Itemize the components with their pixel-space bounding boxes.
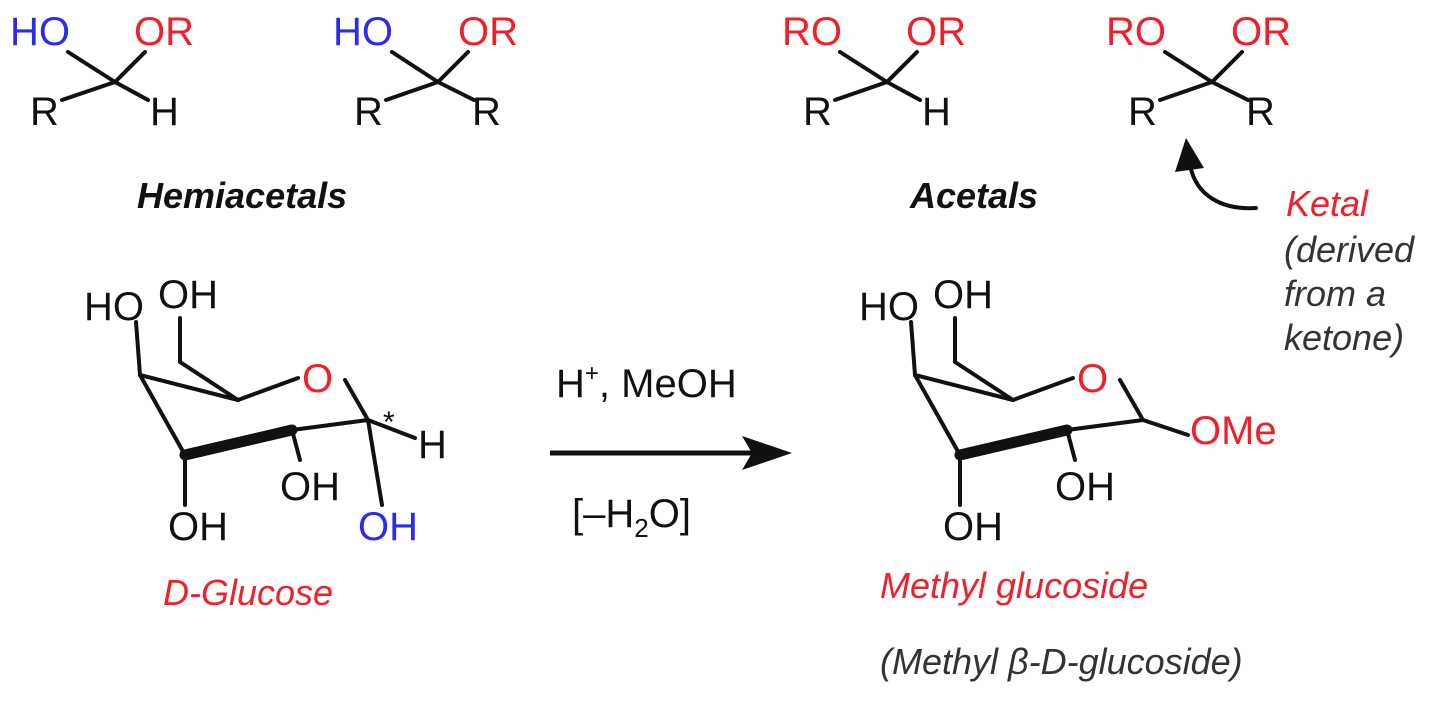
bond-r-right — [1210, 80, 1250, 102]
bond-c4-c5 — [138, 373, 240, 402]
c6-oh-label: OH — [933, 273, 993, 317]
ketal-label: Ketal — [1286, 183, 1369, 224]
bond-c4-c3 — [913, 373, 962, 457]
bond-r — [60, 80, 117, 102]
r-left-label: R — [354, 90, 383, 134]
ro-label: RO — [1106, 10, 1166, 54]
reaction-arrow-head — [742, 436, 792, 470]
c2-oh-label: OH — [1055, 465, 1115, 509]
c4-ho-label: HO — [84, 285, 144, 329]
ho-label: HO — [10, 10, 70, 54]
c6-oh-label: OH — [158, 273, 218, 317]
ome-label: OMe — [1190, 409, 1277, 453]
bond-c4-c5 — [913, 373, 1015, 402]
bond-o-c1 — [1118, 378, 1145, 422]
methyl-glucoside-structure: HO OH O OMe OH OH — [859, 273, 1277, 549]
methyl-glucoside-label: Methyl glucoside — [880, 565, 1148, 606]
reaction-arrow — [550, 436, 792, 470]
or-label: OR — [134, 10, 194, 54]
curved-arrow-shaft — [1188, 163, 1258, 211]
d-glucose-structure: HO OH O * H OH OH OH — [84, 273, 447, 549]
bond-r-left — [384, 80, 440, 102]
acetals-label: Acetals — [909, 175, 1038, 216]
d-glucose-label: D-Glucose — [163, 572, 333, 613]
bond-or — [885, 50, 919, 84]
anomeric-star: * — [383, 406, 395, 439]
bond-h — [113, 80, 150, 102]
ring-o-label: O — [1077, 357, 1108, 401]
c3-oh-label: OH — [168, 505, 228, 549]
bond-c2-oh — [1065, 428, 1077, 462]
r-label: R — [30, 90, 59, 134]
ketal-pointer-arrow — [1175, 138, 1258, 211]
c3-oh-label: OH — [943, 505, 1003, 549]
acetal-structure: RO OR R H — [782, 10, 966, 134]
ketal-note-line2: from a — [1284, 273, 1386, 314]
hemiacetal-ketone-structure: HO OR R R — [333, 10, 518, 134]
bond-c5-c6 — [178, 316, 240, 402]
bond-c1-oh — [366, 418, 384, 507]
curved-arrow-head — [1175, 138, 1204, 172]
h-label: H — [150, 90, 179, 134]
ho-label: HO — [333, 10, 393, 54]
ketal-structure: RO OR R R — [1106, 10, 1291, 134]
bond-c1-h — [366, 418, 417, 440]
bond-ho — [66, 50, 117, 84]
r-left-label: R — [1128, 90, 1157, 134]
bond-c3-c2 — [954, 424, 1073, 461]
ketal-note-line3: ketone) — [1284, 317, 1404, 358]
bond-ro — [838, 50, 889, 84]
bond-r-right — [436, 80, 476, 102]
bond-c5-c6 — [953, 316, 1015, 402]
h-label: H — [922, 90, 951, 134]
methyl-beta-d-glucoside-label: (Methyl β-D-glucoside) — [880, 641, 1243, 682]
bond-h — [885, 80, 922, 102]
r-label: R — [803, 90, 832, 134]
bond-or — [113, 50, 147, 84]
bond-c5-o — [1011, 376, 1075, 402]
r-right-label: R — [1246, 90, 1275, 134]
bond-c4-c3 — [138, 373, 187, 457]
bond-ro — [1163, 50, 1214, 84]
ring-o-label: O — [302, 357, 333, 401]
ketal-note-line1: (derived — [1284, 229, 1415, 270]
reagent-label: H+, MeOH — [556, 360, 737, 406]
r-right-label: R — [472, 90, 501, 134]
bond-ho — [390, 50, 440, 84]
hemiacetals-label: Hemiacetals — [137, 175, 347, 216]
bond-r — [833, 80, 889, 102]
c4-ho-label: HO — [859, 285, 919, 329]
c2-oh-label: OH — [280, 465, 340, 509]
bond-c2-oh — [290, 428, 302, 462]
bond-or — [1210, 50, 1244, 84]
bond-c2-c1 — [290, 418, 370, 432]
anomeric-oh-label: OH — [358, 505, 418, 549]
bond-c3-c2 — [179, 424, 298, 461]
bond-c2-c1 — [1065, 418, 1145, 432]
or-label: OR — [906, 10, 966, 54]
bond-r-left — [1158, 80, 1214, 102]
bond-c4-oh — [134, 320, 142, 377]
bond-c5-o — [236, 376, 300, 402]
hemiacetal-aldehyde-structure: HO OR R H — [10, 10, 194, 134]
bond-o-c1 — [343, 378, 370, 422]
or-label: OR — [1231, 10, 1291, 54]
bond-or — [436, 50, 470, 84]
bond-c4-oh — [909, 320, 917, 377]
h-label: H — [418, 423, 447, 467]
or-label: OR — [458, 10, 518, 54]
condition-label: [–H2O] — [572, 492, 691, 543]
ro-label: RO — [782, 10, 842, 54]
bond-c1-ome — [1141, 418, 1190, 437]
